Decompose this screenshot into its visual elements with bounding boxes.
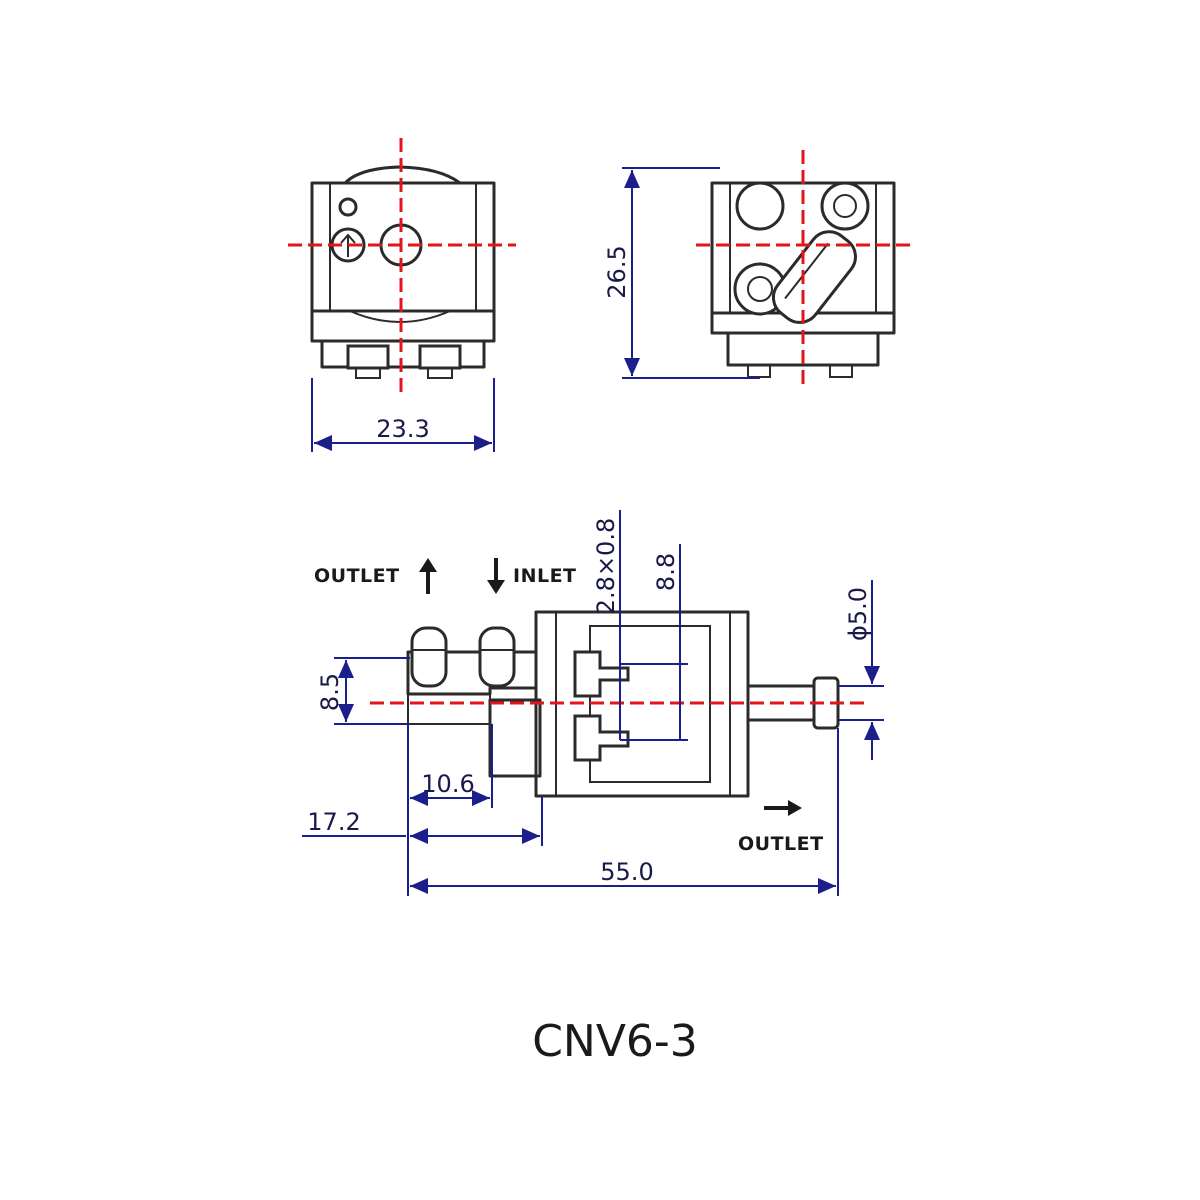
port-height-dimension: 8.5 [316, 673, 344, 711]
top-outlet-nozzle [410, 626, 448, 688]
outlet-diameter-dimension: ϕ5.0 [844, 587, 872, 641]
inlet-offset-dimension: 10.6 [421, 770, 474, 798]
upper-left-fitting-icon [735, 181, 785, 231]
lower-terminal [573, 714, 630, 762]
front-view-foot-right [418, 344, 462, 370]
pump-lower-body [488, 698, 542, 778]
elevation-view: 2.8×0.8 8.8 ϕ5.0 8.5 10.6 17.2 55.0 OUTL… [302, 510, 884, 896]
pin-spacing-dimension: 8.8 [652, 553, 680, 591]
front-view-foot-left [346, 344, 390, 370]
front-width-dimension: 23.3 [376, 415, 429, 443]
side-view: 26.5 [603, 150, 916, 384]
body-offset-dimension: 17.2 [307, 808, 360, 836]
small-hole-icon [338, 197, 358, 217]
top-outlet-label: OUTLET [314, 565, 400, 587]
inlet-label: INLET [513, 565, 577, 587]
overall-length-dimension: 55.0 [600, 858, 653, 886]
angled-outlet-tube [771, 230, 857, 324]
side-height-dimension: 26.5 [603, 245, 631, 298]
front-view-body [310, 181, 496, 313]
side-outlet-label: OUTLET [738, 833, 824, 855]
front-view: 23.3 [288, 138, 516, 452]
down-arrow-icon [487, 558, 505, 594]
pin-pitch-dimension: 2.8×0.8 [592, 518, 620, 614]
upper-terminal [573, 650, 630, 698]
right-arrow-icon [764, 800, 802, 816]
inlet-nozzle [478, 626, 516, 688]
up-arrow-icon [419, 558, 437, 594]
upper-right-fitting-icon [820, 181, 870, 231]
model-title: CNV6-3 [532, 1016, 698, 1067]
